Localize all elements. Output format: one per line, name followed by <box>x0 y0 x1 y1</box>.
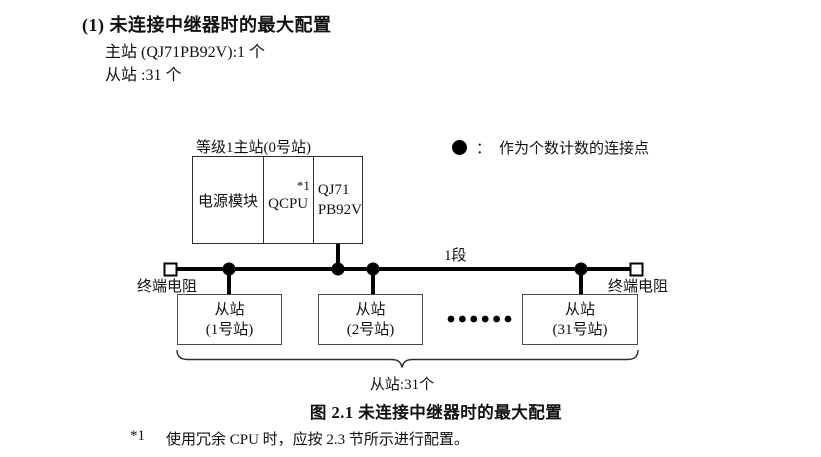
network-module-line2: PB92V <box>317 202 362 218</box>
cpu-cell: *1 QCPU <box>263 157 313 243</box>
cpu-label: QCPU <box>268 196 309 212</box>
section-heading: (1) 未连接中继器时的最大配置 <box>82 15 332 35</box>
segment-label: 1段 <box>444 248 467 264</box>
master-station-label: 等级1主站(0号站) <box>196 140 311 156</box>
spec-master-count: 主站 (QJ71PB92V):1 个 <box>105 44 266 61</box>
terminator-left-label: 终端电阻 <box>137 279 198 295</box>
slave-1-line2: (1号站) <box>205 321 254 338</box>
figure-caption: 图 2.1 未连接中继器时的最大配置 <box>309 403 563 422</box>
footnote-marker: *1 <box>130 428 145 444</box>
connection-point-dot <box>366 262 380 276</box>
slave-1-line1: 从站 <box>214 301 245 318</box>
slave-2-line2: (2号站) <box>346 321 395 338</box>
master-station-box: 电源模块 *1 QCPU QJ71 PB92V <box>192 156 363 244</box>
slave-count-brace-label: 从站:31个 <box>369 377 435 393</box>
terminator-right-label: 终端电阻 <box>608 279 669 295</box>
brace-icon <box>176 349 639 368</box>
network-module-line1: QJ71 <box>317 182 350 198</box>
terminator-right-icon <box>629 262 644 277</box>
network-module-cell: QJ71 PB92V <box>312 157 362 243</box>
slave-31-line1: 从站 <box>564 301 595 318</box>
connection-point-dot <box>574 262 588 276</box>
terminator-left-icon <box>163 262 178 277</box>
power-module-cell: 电源模块 <box>193 157 263 243</box>
ellipsis-dots-icon <box>447 315 512 323</box>
connection-point-legend-icon <box>452 140 467 155</box>
slave-2-line1: 从站 <box>355 301 386 318</box>
legend-text: 作为个数计数的连接点 <box>499 141 650 157</box>
slave-station-1-box: 从站 (1号站) <box>177 294 282 345</box>
legend: ： 作为个数计数的连接点 <box>452 137 649 158</box>
slave-station-31-box: 从站 (31号站) <box>522 294 638 345</box>
spec-slave-count: 从站 :31 个 <box>105 67 182 84</box>
power-module-label: 电源模块 <box>198 193 259 210</box>
connection-point-dot <box>222 262 236 276</box>
slave-station-2-box: 从站 (2号站) <box>318 294 423 345</box>
cpu-footnote-marker: *1 <box>296 178 310 193</box>
connection-point-dot <box>331 262 345 276</box>
footnote-text: 使用冗余 CPU 时，应按 2.3 节所示进行配置。 <box>166 432 469 448</box>
legend-colon: ： <box>476 141 492 157</box>
slave-31-line2: (31号站) <box>552 321 608 338</box>
